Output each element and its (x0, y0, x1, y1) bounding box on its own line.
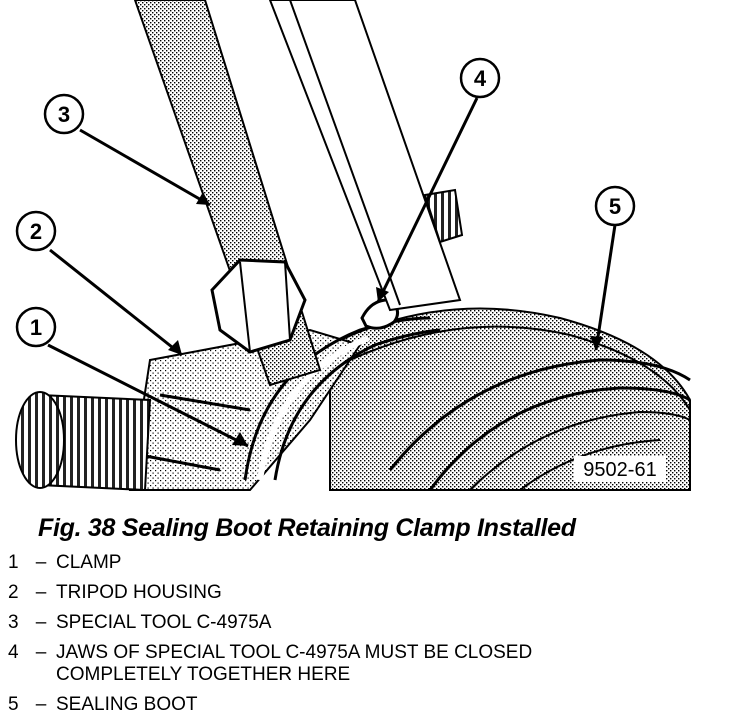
svg-text:2: 2 (30, 219, 42, 244)
clamp-installation-diagram: 1 2 3 4 5 9502-61 (15, 0, 691, 492)
figure-code: 9502-61 (583, 459, 656, 481)
legend-number: 4 (8, 642, 19, 663)
callout-leaders (47, 97, 617, 448)
legend: 1 – CLAMP 2 – TRIPOD HOUSING 3 – SPECIAL… (8, 552, 728, 724)
legend-number: 3 (8, 612, 19, 633)
legend-text: SPECIAL TOOL C-4975A (56, 612, 272, 633)
sealing-boot (329, 307, 691, 491)
svg-text:5: 5 (609, 194, 621, 219)
figure-caption: Fig. 38 Sealing Boot Retaining Clamp Ins… (38, 514, 576, 542)
callout-5: 5 (594, 185, 636, 227)
svg-text:1: 1 (30, 315, 42, 340)
callout-3: 3 (43, 93, 85, 135)
legend-item: 2 – TRIPOD HOUSING (8, 582, 728, 604)
legend-item: 1 – CLAMP (8, 552, 728, 574)
legend-item: 4 – JAWS OF SPECIAL TOOL C-4975A MUST BE… (8, 642, 728, 686)
legend-item: 5 – SEALING BOOT (8, 694, 728, 716)
legend-item: 3 – SPECIAL TOOL C-4975A (8, 612, 728, 634)
svg-text:3: 3 (58, 102, 70, 127)
callout-2: 2 (15, 210, 57, 252)
legend-text: TRIPOD HOUSING (56, 582, 222, 603)
callout-4: 4 (459, 57, 501, 99)
legend-number: 1 (8, 552, 19, 573)
callout-1: 1 (15, 306, 57, 348)
svg-text:4: 4 (474, 66, 487, 91)
legend-text: JAWS OF SPECIAL TOOL C-4975A MUST BE CLO… (56, 642, 533, 685)
knurled-shaft (15, 391, 152, 492)
legend-number: 5 (8, 694, 19, 715)
legend-text: SEALING BOOT (56, 694, 198, 715)
clamp (243, 316, 441, 481)
callout-arrowheads (168, 192, 603, 446)
legend-text: CLAMP (56, 552, 122, 573)
tripod-housing (128, 328, 362, 491)
legend-number: 2 (8, 582, 19, 603)
